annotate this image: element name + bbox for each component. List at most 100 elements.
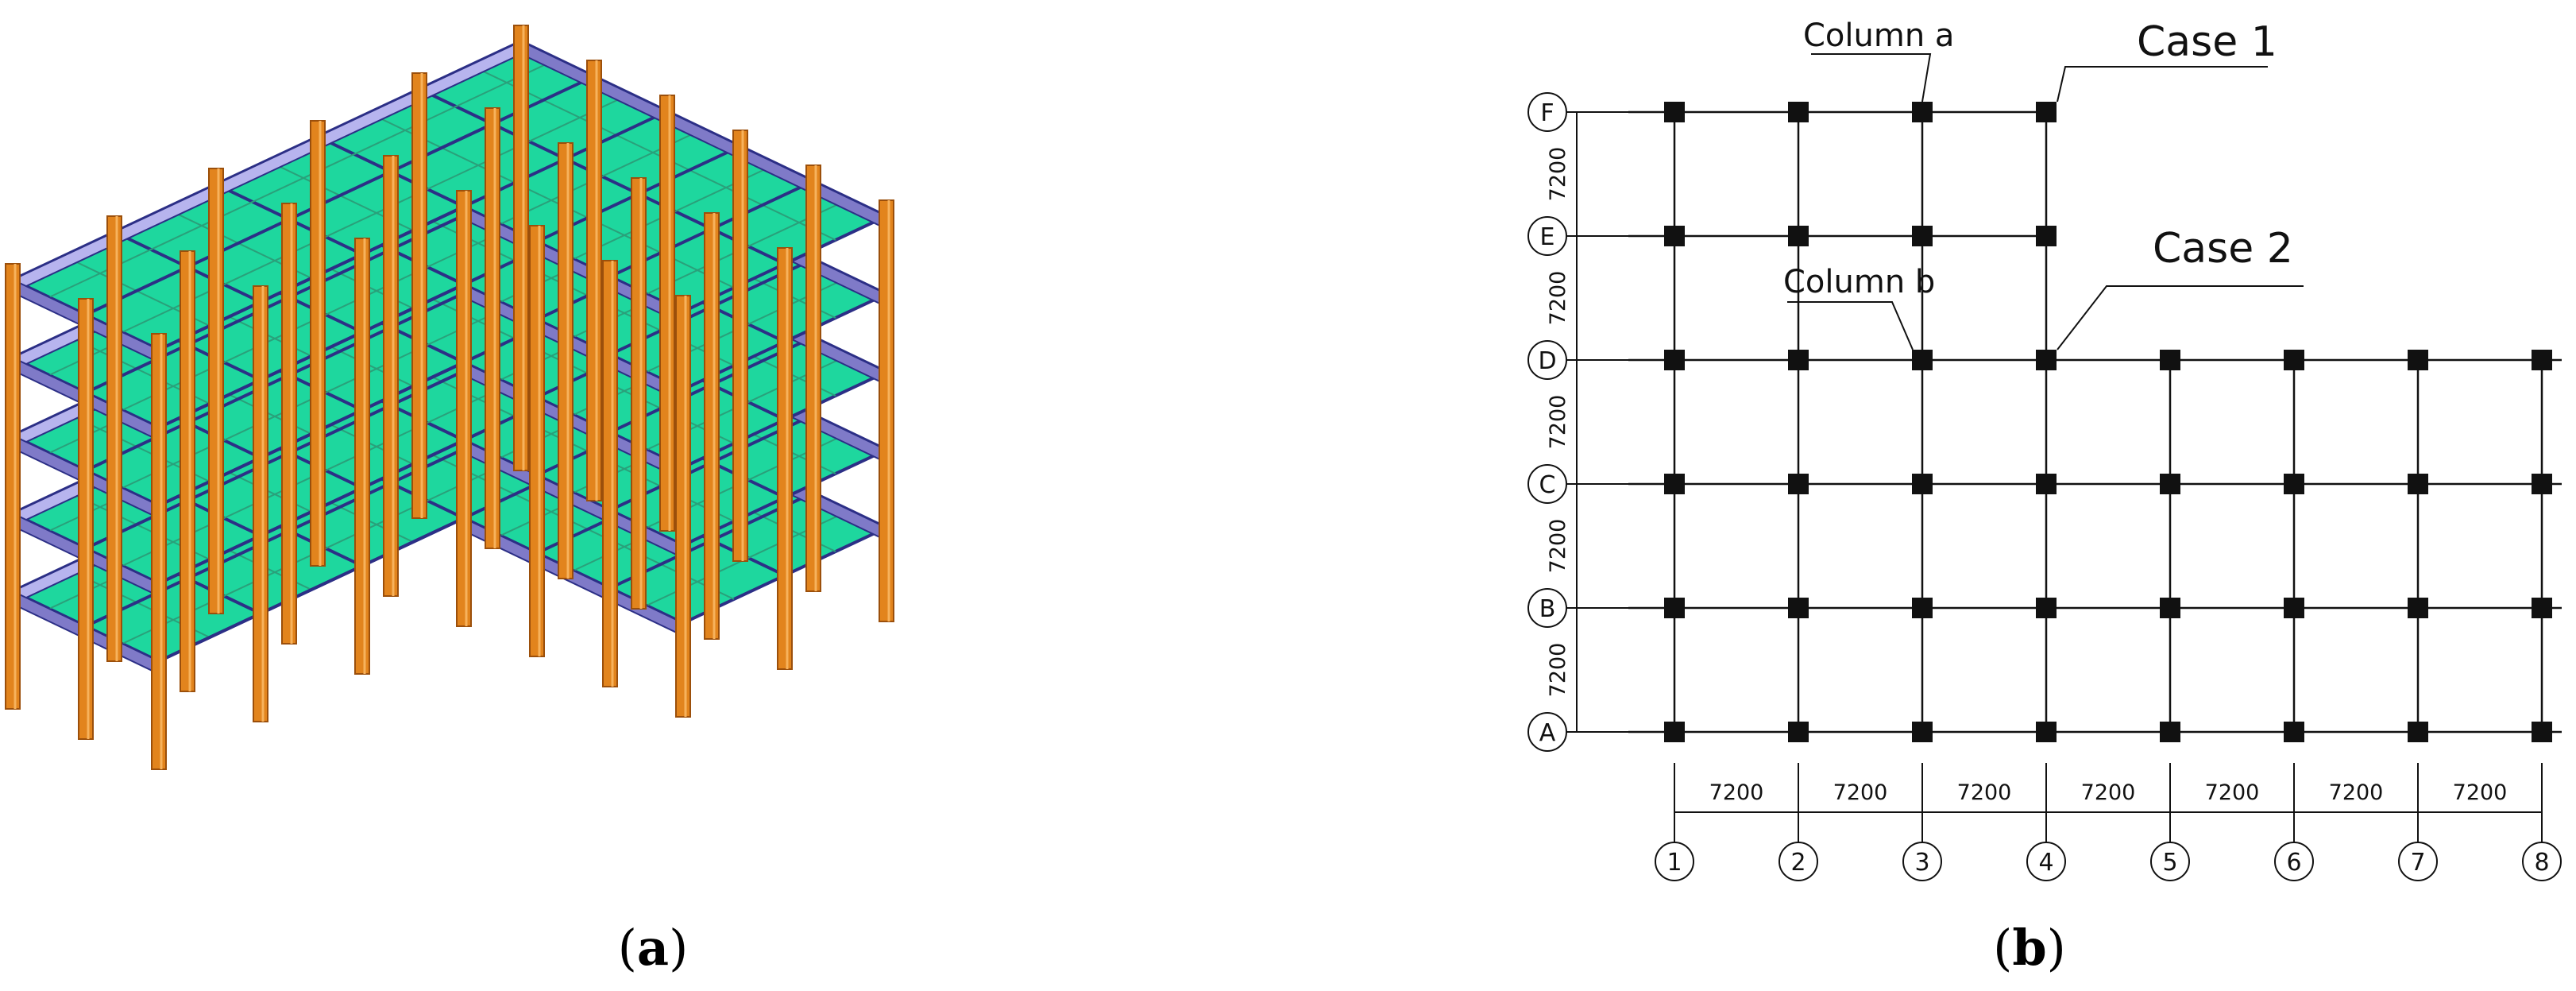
plan-column-C6 [2284, 474, 2304, 494]
panel-label-b: (b) [1993, 919, 2066, 977]
plan-column-B4 [2036, 598, 2057, 618]
column-a-label: Column a [1803, 17, 1954, 54]
plan-column-F4 [2036, 102, 2057, 122]
plan-column-D3 [1912, 350, 1933, 370]
col-label: 5 [2162, 849, 2177, 877]
vertical-dimension-label: 7200 [1546, 147, 1570, 202]
plan-column-C5 [2160, 474, 2180, 494]
column [281, 203, 297, 645]
panel-label-a-close: ) [669, 919, 688, 977]
col-label: 3 [1914, 849, 1929, 877]
row-label: A [1539, 719, 1556, 747]
plan-column-A4 [2036, 722, 2057, 742]
panel-label-b-letter: b [2012, 919, 2046, 977]
column [602, 260, 618, 687]
col-label: 6 [2286, 849, 2301, 877]
col-label: 2 [1790, 849, 1806, 877]
column [704, 212, 720, 640]
column [879, 199, 894, 622]
slab-grid-line [85, 75, 595, 316]
column [310, 120, 326, 567]
case-1-label: Case 1 [2137, 18, 2277, 66]
plan-column-A7 [2408, 722, 2428, 742]
panel-label-a-letter: a [637, 919, 669, 977]
column [253, 285, 268, 722]
plan-column-B5 [2160, 598, 2180, 618]
column [354, 238, 370, 675]
case-2-leader [2057, 285, 2304, 350]
col-label: 7 [2410, 849, 2425, 877]
isometric-model [5, 25, 894, 770]
horizontal-dimension-label: 7200 [2205, 780, 2260, 805]
panel-label-b-close: ) [2047, 919, 2066, 977]
plan-column-A8 [2532, 722, 2552, 742]
column [151, 333, 167, 770]
column [456, 190, 472, 627]
column [631, 177, 647, 610]
column-a-leader [1811, 53, 1932, 103]
column [78, 298, 94, 740]
plan-column-D5 [2160, 350, 2180, 370]
col-label: 4 [2038, 849, 2053, 877]
vertical-dimension-label: 7200 [1546, 519, 1570, 574]
panel-label-a: (a) [618, 919, 689, 977]
column-b-label: Column b [1783, 264, 1935, 300]
slab-grid-line [48, 58, 558, 298]
column [558, 142, 574, 579]
column [180, 250, 195, 692]
column [529, 225, 545, 657]
vertical-dimension-label: 7200 [1546, 643, 1570, 698]
row-label: D [1538, 347, 1556, 375]
column [675, 295, 691, 718]
column [777, 247, 793, 670]
plan-column-E1 [1664, 226, 1685, 246]
panel-label-b-open: ( [1993, 919, 2012, 977]
horizontal-dimension-label: 7200 [1957, 780, 2012, 805]
plan-column-B2 [1788, 598, 1809, 618]
col-label: 1 [1666, 849, 1682, 877]
column-b-leader [1787, 301, 1914, 350]
plan-column-C2 [1788, 474, 1809, 494]
row-label: B [1539, 595, 1556, 623]
horizontal-dimension-label: 7200 [2453, 780, 2508, 805]
horizontal-dimension-label: 7200 [2329, 780, 2384, 805]
plan-column-B7 [2408, 598, 2428, 618]
column [659, 95, 675, 532]
row-label: E [1540, 223, 1555, 251]
plan-column-C7 [2408, 474, 2428, 494]
plan-column-B1 [1664, 598, 1685, 618]
row-label: C [1539, 471, 1556, 499]
plan-column-D1 [1664, 350, 1685, 370]
column [411, 72, 427, 519]
case-1-leader [2057, 66, 2268, 103]
plan-column-D8 [2532, 350, 2552, 370]
vertical-dimension-label: 7200 [1546, 271, 1570, 326]
plan-column-D7 [2408, 350, 2428, 370]
column [383, 155, 399, 597]
plan-column-D4 [2036, 350, 2057, 370]
column [106, 215, 122, 662]
column [732, 130, 748, 562]
structural-plan: A B C D E F 7200 7200 7200 7200 7200 1 2 3 4 5 6 7 8 7200 72… [1527, 17, 2562, 881]
plan-column-C8 [2532, 474, 2552, 494]
plan-column-F3 [1912, 102, 1933, 122]
horizontal-dimension-label: 7200 [1833, 780, 1888, 805]
horizontal-dimension-label: 7200 [2081, 780, 2136, 805]
row-label: F [1540, 99, 1554, 127]
column [485, 107, 500, 549]
plan-column-C1 [1664, 474, 1685, 494]
vertical-dimension-label: 7200 [1546, 395, 1570, 450]
plan-column-A2 [1788, 722, 1809, 742]
plan-column-B6 [2284, 598, 2304, 618]
plan-column-B8 [2532, 598, 2552, 618]
panel-label-a-open: ( [618, 919, 637, 977]
plan-column-E4 [2036, 226, 2057, 246]
column [208, 168, 224, 614]
col-label: 8 [2534, 849, 2549, 877]
plan-column-E2 [1788, 226, 1809, 246]
plan-column-F1 [1664, 102, 1685, 122]
plan-column-C4 [2036, 474, 2057, 494]
slab-grid-line [122, 93, 631, 333]
case-2-label: Case 2 [2153, 225, 2293, 273]
